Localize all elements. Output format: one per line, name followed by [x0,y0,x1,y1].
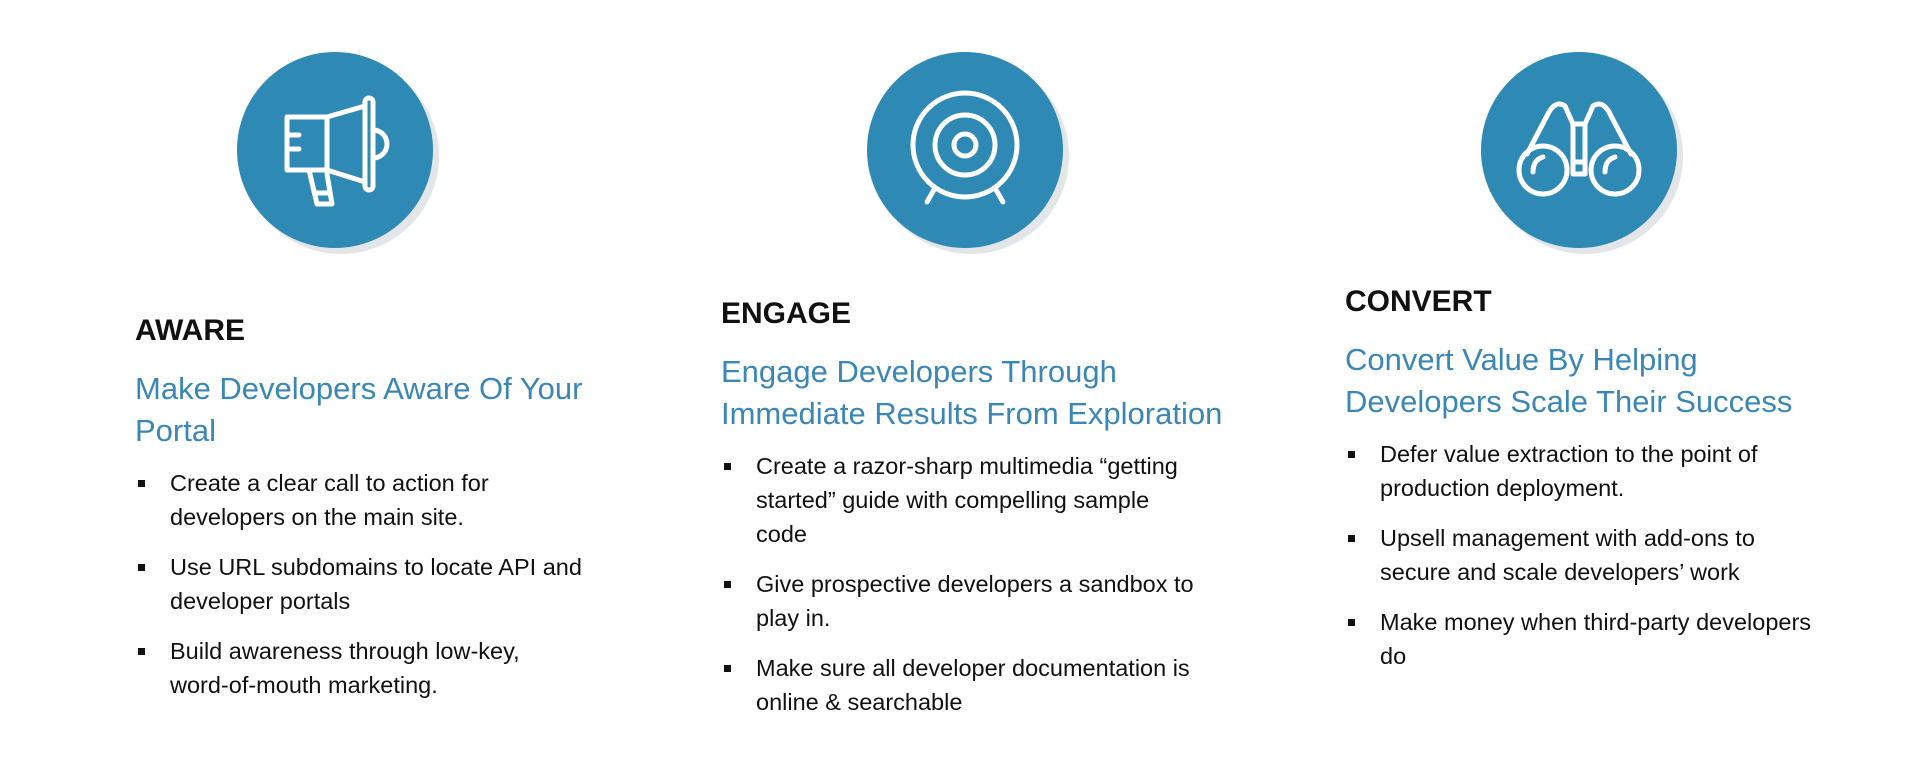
column-title: ENGAGE [721,297,852,330]
binoculars-icon [1516,101,1642,197]
line: Build awareness through low-key, [170,638,520,664]
column-subtitle: Make Developers Aware Of Your Portal [135,368,582,452]
line: do [1380,643,1407,669]
bullet-icon [724,581,731,588]
list-item: Create a razor-sharp multimedia “getting… [721,449,1222,551]
bullet-icon [1348,535,1355,542]
line: Make sure all developer documentation is [756,655,1190,681]
target-icon [910,90,1020,205]
bullet-icon [1348,619,1355,626]
list-item: Use URL subdomains to locate API and deve… [135,550,582,618]
engage-icon-circle [867,52,1063,248]
line: developers on the main site. [170,504,464,530]
line: Make money when third-party developers [1380,609,1812,635]
subtitle-line: Make Developers Aware Of Your [135,371,583,406]
aware-icon-circle [237,52,433,248]
line: developer portals [170,588,351,614]
bullet-icon [138,564,145,571]
subtitle-line: Engage Developers Through [721,354,1117,389]
column-engage: ENGAGE Engage Developers Through Immedia… [721,297,1222,735]
line: Use URL subdomains to locate API and [170,554,582,580]
column-aware: AWARE Make Developers Aware Of Your Port… [135,314,582,718]
subtitle-line: Immediate Results From Exploration [721,396,1223,431]
subtitle-line: Portal [135,413,216,448]
bullet-list: Create a clear call to action for develop… [135,466,582,702]
column-subtitle: Engage Developers Through Immediate Resu… [721,351,1222,435]
line: started” guide with compelling sample [756,487,1150,513]
list-item: Make sure all developer documentation is… [721,651,1222,719]
subtitle-line: Developers Scale Their Success [1345,384,1793,419]
line: Give prospective developers a sandbox to [756,571,1194,597]
megaphone-icon [284,95,390,207]
bullet-list: Create a razor-sharp multimedia “getting… [721,449,1222,719]
column-title: CONVERT [1345,285,1492,318]
list-item: Upsell management with add-ons to secure … [1345,521,1811,589]
subtitle-line: Convert Value By Helping [1345,342,1698,377]
line: Defer value extraction to the point of [1380,441,1758,467]
line: Create a clear call to action for [170,470,489,496]
list-item: Give prospective developers a sandbox to… [721,567,1222,635]
line: code [756,521,807,547]
line: word-of-mouth marketing. [170,672,438,698]
line: play in. [756,605,831,631]
line: online & searchable [756,689,963,715]
list-item: Create a clear call to action for develop… [135,466,582,534]
convert-icon-circle [1481,52,1677,248]
bullet-icon [724,665,731,672]
line: Create a razor-sharp multimedia “getting [756,453,1178,479]
line: Upsell management with add-ons to [1380,525,1755,551]
line: production deployment. [1380,475,1625,501]
bullet-icon [724,463,731,470]
list-item: Make money when third-party developers do [1345,605,1811,673]
bullet-icon [1348,451,1355,458]
column-title: AWARE [135,314,246,347]
bullet-list: Defer value extraction to the point of pr… [1345,437,1811,673]
list-item: Build awareness through low-key, word-of-… [135,634,582,702]
bullet-icon [138,480,145,487]
line: secure and scale developers’ work [1380,559,1740,585]
column-subtitle: Convert Value By Helping Developers Scal… [1345,339,1811,423]
bullet-icon [138,648,145,655]
column-convert: CONVERT Convert Value By Helping Develop… [1345,285,1811,689]
list-item: Defer value extraction to the point of pr… [1345,437,1811,505]
